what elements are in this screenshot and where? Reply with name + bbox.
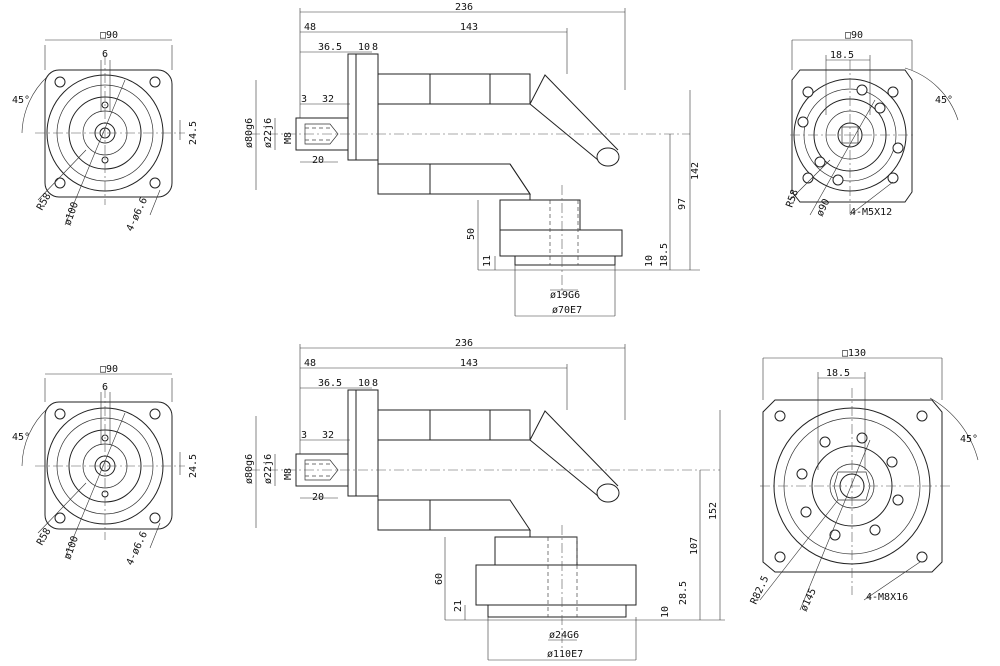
bottom-right-square-label: □130 — [842, 348, 866, 359]
bottom-bore-label: ø24G6 — [549, 630, 579, 641]
bottom-right-r825: R82.5 — [749, 574, 772, 606]
top-left-d245-label: 24.5 — [188, 121, 199, 145]
top-side-view: 236 48 143 36.5 10 8 3 32 20 ø80g6 ø22j6… — [244, 2, 701, 317]
top-left-flange-view: □90 6 45° 24.5 R58 ø100 4-ø6.6 — [12, 30, 199, 233]
bottom-right-tapped: 4-M8X16 — [866, 592, 908, 603]
top-right-angle: 45° — [935, 95, 953, 106]
top-bore-label: ø19G6 — [550, 290, 580, 301]
bottom-dim-21: 21 — [453, 600, 464, 612]
bottom-dim-236: 236 — [455, 338, 473, 349]
top-left-square-label: □90 — [100, 30, 118, 41]
bottom-dim-143: 143 — [460, 358, 478, 369]
bottom-dim-285: 28.5 — [678, 581, 689, 605]
top-dim-365: 36.5 — [318, 42, 342, 53]
bottom-dim-3: 3 — [301, 430, 307, 441]
bottom-dim-8: 8 — [372, 378, 378, 389]
bottom-dia-22: ø22j6 — [263, 454, 274, 484]
bottom-dim-32: 32 — [322, 430, 334, 441]
top-right-tapped: 4-M5X12 — [850, 207, 892, 218]
top-dim-3: 3 — [301, 94, 307, 105]
bottom-dim-152: 152 — [708, 502, 719, 520]
bottom-dim-365: 36.5 — [318, 378, 342, 389]
top-pilot-label: ø70E7 — [552, 305, 582, 316]
bottom-left-d6-label: 6 — [102, 382, 108, 393]
top-dim-143: 143 — [460, 22, 478, 33]
top-dim-185: 18.5 — [659, 243, 670, 267]
top-left-angle-label: 45° — [12, 95, 30, 106]
top-dim-142: 142 — [690, 162, 701, 180]
top-m8: M8 — [283, 132, 294, 144]
bottom-right-angle: 45° — [960, 434, 978, 445]
bottom-side-view: 236 48 143 36.5 10 8 3 32 20 ø80g6 ø22j6… — [244, 338, 725, 661]
top-dim-11: 11 — [482, 255, 493, 267]
top-right-square-label: □90 — [845, 30, 863, 41]
top-dim-97: 97 — [677, 198, 688, 210]
bottom-dim-60: 60 — [434, 573, 445, 585]
bottom-dia-80: ø80g6 — [244, 454, 255, 484]
bottom-left-flange-view: □90 6 45° 24.5 R58 ø100 4-ø6.6 — [12, 364, 199, 567]
bottom-right-d145: ø145 — [799, 587, 819, 613]
top-dim-50: 50 — [466, 228, 477, 240]
bottom-left-d100-label: ø100 — [62, 535, 81, 561]
top-dim-32: 32 — [322, 94, 334, 105]
top-dia-22: ø22j6 — [263, 118, 274, 148]
top-dim-20: 20 — [312, 155, 324, 166]
bottom-left-holes-label: 4-ø6.6 — [125, 530, 150, 567]
bottom-dim-10b: 10 — [660, 606, 671, 618]
top-dim-8: 8 — [372, 42, 378, 53]
top-dim-10: 10 — [358, 42, 370, 53]
top-right-r58: R58 — [784, 188, 801, 209]
bottom-dim-20: 20 — [312, 492, 324, 503]
bottom-left-angle-label: 45° — [12, 432, 30, 443]
top-dim-10b: 10 — [644, 255, 655, 267]
bottom-pilot-label: ø110E7 — [547, 649, 583, 660]
top-dia-80: ø80g6 — [244, 118, 255, 148]
bottom-left-square-label: □90 — [100, 364, 118, 375]
bottom-left-d245-label: 24.5 — [188, 454, 199, 478]
bottom-dim-48: 48 — [304, 358, 316, 369]
top-dim-236: 236 — [455, 2, 473, 13]
top-left-d100-label: ø100 — [62, 201, 81, 227]
bottom-right-flange-view: □130 18.5 45° R82.5 ø145 4-M8X16 — [749, 348, 979, 613]
top-left-d6-label: 6 — [102, 49, 108, 60]
top-right-flange-view: □90 18.5 45° R58 ø90 4-M5X12 — [784, 30, 959, 218]
top-dim-48: 48 — [304, 22, 316, 33]
bottom-dim-107: 107 — [689, 537, 700, 555]
top-right-d90: ø90 — [815, 197, 833, 218]
bottom-dim-10: 10 — [358, 378, 370, 389]
bottom-right-d185: 18.5 — [826, 368, 850, 379]
bottom-left-r58-label: R58 — [35, 526, 54, 547]
top-left-holes-label: 4-ø6.6 — [125, 196, 150, 233]
bottom-m8: M8 — [283, 468, 294, 480]
top-right-d185: 18.5 — [830, 50, 854, 61]
